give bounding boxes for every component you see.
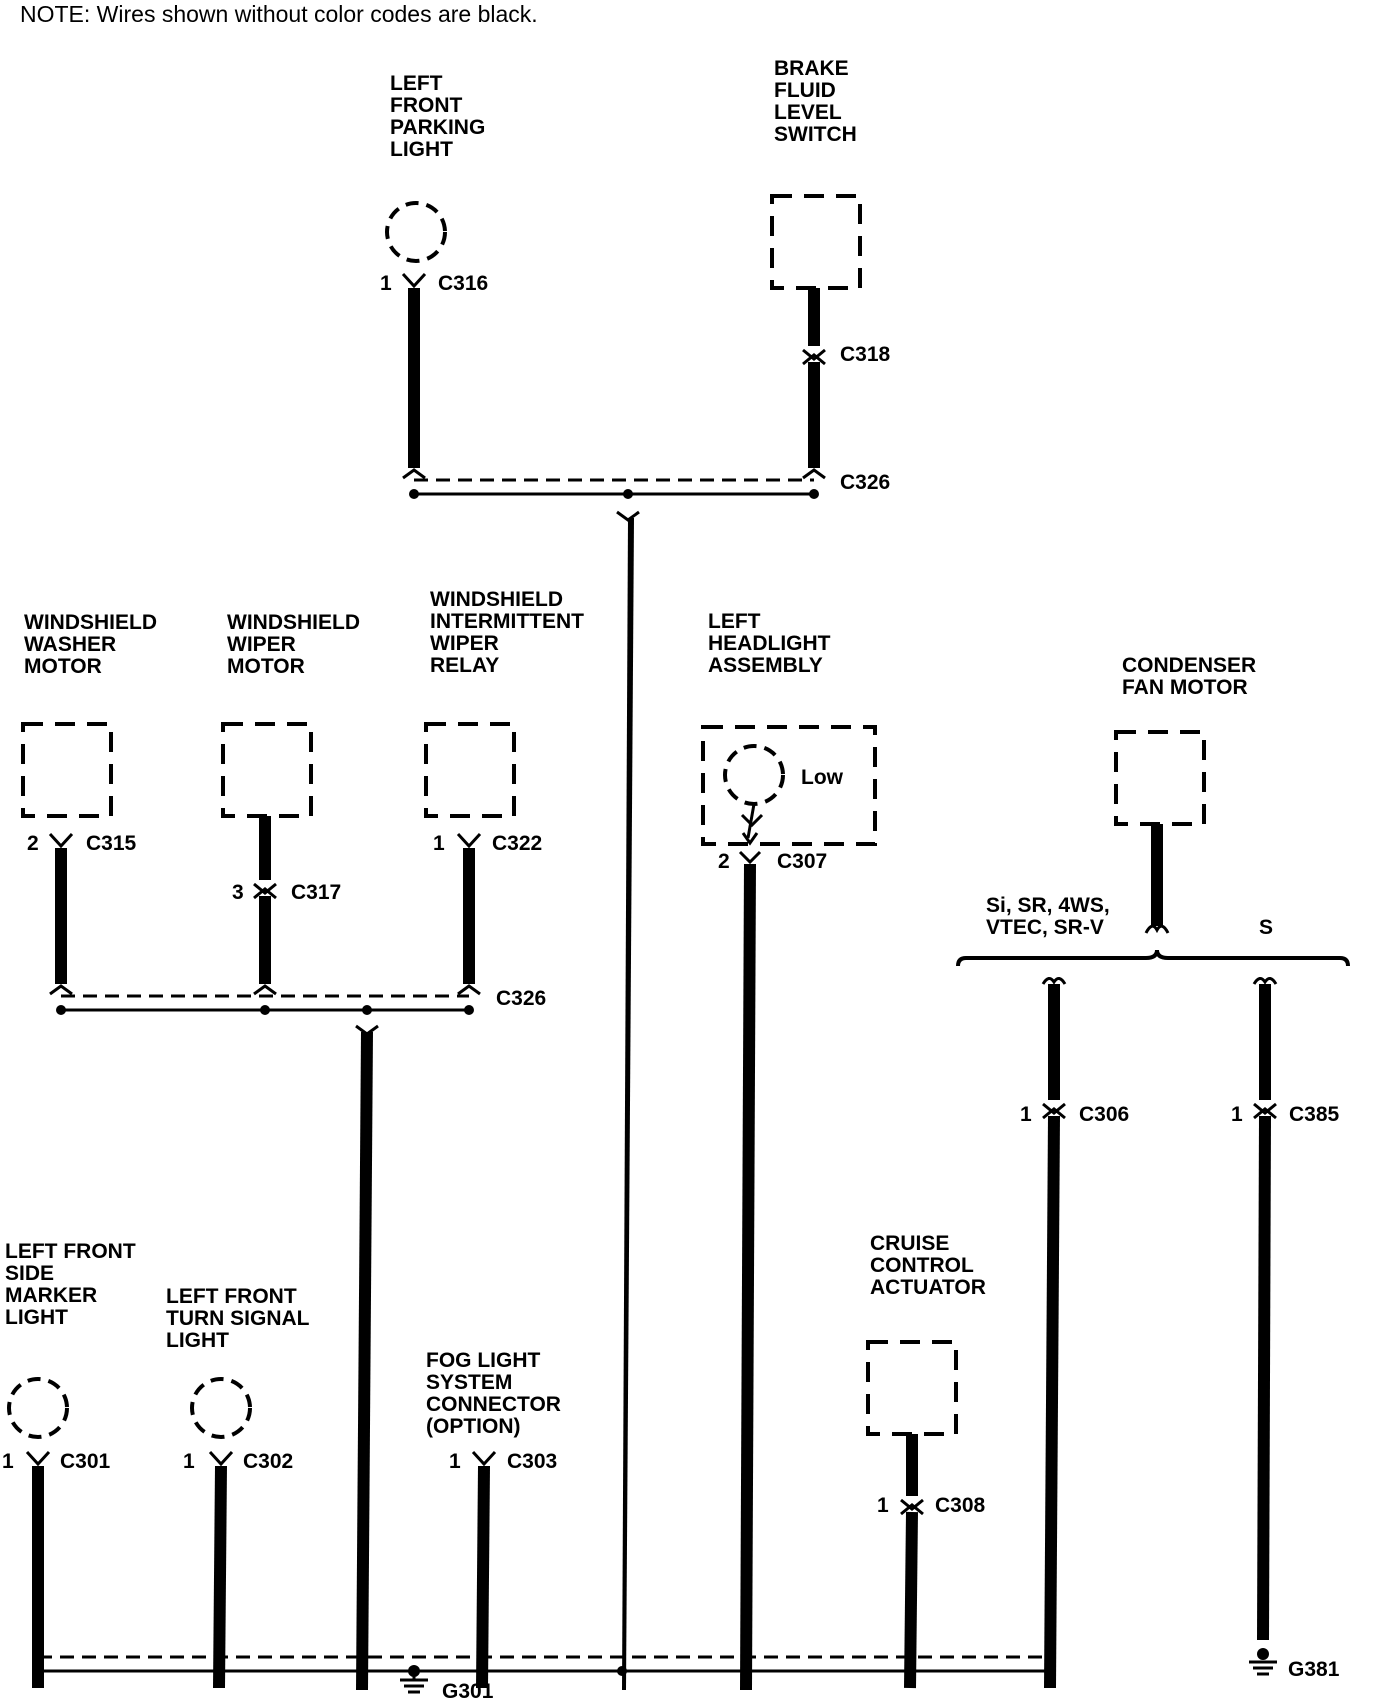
c307-label: C307: [777, 850, 827, 873]
c385-label: C385: [1289, 1103, 1340, 1126]
c308-pin: 1: [877, 1494, 889, 1517]
left-front-parking-light-label: LEFT FRONT PARKING LIGHT: [390, 72, 491, 161]
left-front-turn-signal-light-label: LEFT FRONT TURN SIGNAL LIGHT: [166, 1285, 315, 1352]
headlight-assembly-box: [701, 725, 877, 846]
c322-pin: 1: [433, 832, 445, 855]
c318-connector-icon: [802, 348, 826, 366]
variant-branch-icon: [1144, 924, 1170, 934]
condenser-ground-wire-g381: [1257, 1115, 1271, 1641]
c317-connector-icon: [253, 882, 277, 900]
c306-label: C306: [1079, 1103, 1129, 1126]
washer-motor-box: [21, 722, 113, 818]
windshield-washer-motor-label: WINDSHIELD WASHER MOTOR: [24, 611, 163, 678]
c317-label: C317: [291, 881, 341, 904]
variant-left-label: Si, SR, 4WS, VTEC, SR-V: [986, 894, 1116, 939]
c308-label: C308: [935, 1494, 986, 1517]
ground-g301-icon: [400, 1665, 428, 1694]
parking-light-bulb-icon: [385, 201, 447, 263]
c317-pin: 3: [232, 881, 244, 904]
c307-connector-icon: [738, 850, 762, 865]
fog-light-system-connector-label: FOG LIGHT SYSTEM CONNECTOR (OPTION): [426, 1349, 567, 1438]
wiper-relay-box: [424, 722, 516, 818]
ground-g381-icon: [1249, 1648, 1277, 1676]
turn-signal-bulb-icon: [190, 1377, 252, 1439]
c326-mid-label: C326: [496, 987, 546, 1010]
c306-pin: 1: [1020, 1103, 1032, 1126]
variant-bracket: [956, 949, 1350, 967]
c318-label: C318: [840, 343, 891, 366]
c303-pin: 1: [449, 1450, 461, 1473]
c316-pin: 1: [380, 272, 392, 295]
c301-label: C301: [60, 1450, 111, 1473]
windshield-intermittent-wiper-relay-label: WINDSHIELD INTERMITTENT WIPER RELAY: [430, 588, 590, 677]
condenser-fan-motor-box: [1114, 730, 1206, 826]
cruise-control-actuator-label: CRUISE CONTROL ACTUATOR: [870, 1232, 986, 1299]
variant-right-label: S: [1259, 916, 1273, 939]
wiper-ground-wire: [356, 1031, 373, 1691]
c315-connector-icon: [48, 832, 74, 849]
brake-fluid-level-switch-label: BRAKE FLUID LEVEL SWITCH: [774, 57, 857, 146]
brake-fluid-switch-box: [770, 194, 862, 290]
c326-top-label: C326: [840, 471, 890, 494]
c385-connector-icon: [1253, 1102, 1277, 1120]
condenser-fan-motor-label: CONDENSER FAN MOTOR: [1122, 654, 1262, 699]
c302-connector-icon: [208, 1450, 234, 1467]
condenser-ground-wire-g301: [1044, 1115, 1060, 1689]
turn-signal-ground-wire: [213, 1465, 227, 1689]
c302-label: C302: [243, 1450, 293, 1473]
c301-connector-icon: [25, 1450, 51, 1467]
c322-connector-icon: [456, 832, 482, 849]
windshield-wiper-motor-label: WINDSHIELD WIPER MOTOR: [227, 611, 366, 678]
c302-pin: 1: [183, 1450, 195, 1473]
c385-pin: 1: [1231, 1103, 1243, 1126]
headlight-low-label: Low: [801, 766, 844, 789]
c315-label: C315: [86, 832, 137, 855]
fog-light-ground-wire: [476, 1465, 490, 1689]
c306-connector-icon: [1042, 1102, 1066, 1120]
c315-pin: 2: [27, 832, 39, 855]
c307-pin: 2: [718, 850, 730, 873]
c316-label: C316: [438, 272, 488, 295]
main-ground-wire: [622, 518, 634, 1690]
headlight-ground-wire: [740, 863, 756, 1691]
cruise-actuator-box: [866, 1340, 958, 1436]
c303-label: C303: [507, 1450, 557, 1473]
headlight-low-bulb-icon: [723, 744, 785, 806]
note-text: NOTE: Wires shown without color codes ar…: [20, 1, 538, 27]
c303-connector-icon: [471, 1450, 497, 1467]
left-headlight-assembly-label: LEFT HEADLIGHT ASSEMBLY: [708, 610, 836, 677]
cruise-ground-wire: [904, 1511, 918, 1689]
g381-label: G381: [1288, 1658, 1340, 1681]
c301-pin: 1: [2, 1450, 14, 1473]
c308-connector-icon: [900, 1498, 924, 1516]
c322-label: C322: [492, 832, 542, 855]
left-front-side-marker-light-label: LEFT FRONT SIDE MARKER LIGHT: [5, 1240, 142, 1329]
wiper-motor-box: [221, 722, 313, 818]
c316-connector-icon: [401, 272, 427, 289]
g301-label: G301: [442, 1680, 494, 1700]
side-marker-bulb-icon: [7, 1377, 69, 1439]
